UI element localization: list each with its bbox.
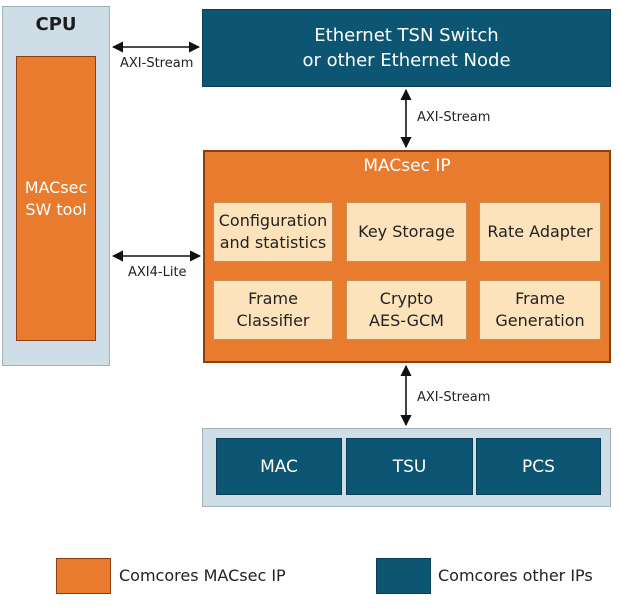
frame-generation-block: Frame Generation	[479, 280, 601, 340]
generation-line1: Frame	[515, 289, 565, 308]
cpu-title: CPU	[35, 14, 77, 35]
crypto-line1: Crypto	[379, 289, 434, 308]
sw-tool-line1: MACsec	[24, 177, 88, 197]
pcs-block: PCS	[476, 438, 601, 495]
cpu-macsec-label: AXI4-Lite	[128, 265, 187, 280]
legend-macsec-swatch	[56, 558, 111, 594]
generation-line2: Generation	[495, 311, 585, 330]
macsec-ip-title: MACsec IP	[363, 156, 451, 176]
ethernet-node-box: Ethernet TSN Switch or other Ethernet No…	[202, 9, 611, 87]
macsec-bottom-label: AXI-Stream	[417, 390, 491, 405]
mac-block: MAC	[216, 438, 342, 495]
key-storage-block: Key Storage	[346, 202, 467, 262]
legend-other-label: Comcores other IPs	[438, 566, 593, 585]
macsec-sw-tool-box: MACsec SW tool	[16, 56, 96, 341]
cpu-eth-label: AXI-Stream	[120, 56, 194, 71]
config-line2: and statistics	[219, 233, 327, 252]
key-storage-line1: Key Storage	[358, 222, 455, 241]
config-line1: Configuration	[218, 211, 328, 230]
classifier-line2: Classifier	[236, 311, 310, 330]
legend-macsec-label: Comcores MACsec IP	[119, 566, 286, 585]
crypto-aes-gcm-block: Crypto AES-GCM	[346, 280, 467, 340]
legend-other-swatch	[376, 558, 431, 594]
classifier-line1: Frame	[248, 289, 298, 308]
sw-tool-line2: SW tool	[25, 199, 87, 219]
tsu-block: TSU	[346, 438, 473, 495]
crypto-line2: AES-GCM	[369, 311, 444, 330]
frame-classifier-block: Frame Classifier	[213, 280, 333, 340]
rate-adapter-block: Rate Adapter	[479, 202, 601, 262]
ethernet-line1: Ethernet TSN Switch	[314, 25, 499, 46]
ethernet-line2: or other Ethernet Node	[302, 50, 511, 71]
eth-macsec-label: AXI-Stream	[417, 110, 491, 125]
rate-adapter-line1: Rate Adapter	[487, 222, 593, 241]
config-statistics-block: Configuration and statistics	[213, 202, 333, 262]
